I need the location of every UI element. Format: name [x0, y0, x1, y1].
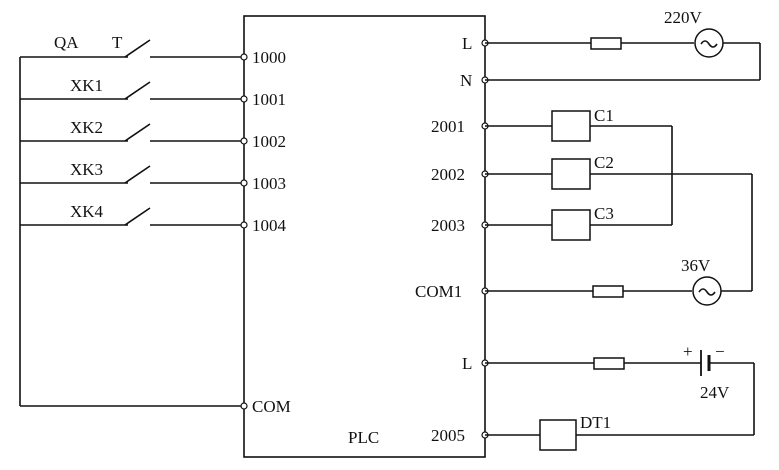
- terminal-1000: [240, 53, 248, 61]
- input-row-1003: XK3: [20, 160, 244, 184]
- input-label-1004: 1004: [252, 216, 287, 235]
- input-label-1001: 1001: [252, 90, 286, 109]
- input-label-1002: 1002: [252, 132, 286, 151]
- dc-circuit: + − 24V DT1: [485, 342, 755, 451]
- switch-label-xk2: XK2: [70, 118, 103, 137]
- fuse-mains: [590, 37, 622, 50]
- terminal-1004: [240, 221, 248, 229]
- battery-minus-sign: −: [715, 342, 725, 361]
- load-label-c3: C3: [594, 204, 614, 223]
- load-label-c1: C1: [594, 106, 614, 125]
- coil-c3: [551, 209, 591, 241]
- output-label-2002: 2002: [431, 165, 465, 184]
- terminal-1001: [240, 95, 248, 103]
- input-row-1000: QA T: [20, 33, 244, 58]
- plc-label: PLC: [348, 428, 379, 447]
- input-row-1002: XK2: [20, 118, 244, 142]
- switch-label-xk3: XK3: [70, 160, 103, 179]
- output-label-l-top: L: [462, 34, 472, 53]
- output-label-com1: COM1: [415, 282, 462, 301]
- coil-circuit: C1 C2 C3 36V: [485, 106, 753, 306]
- output-label-2001: 2001: [431, 117, 465, 136]
- switch-label-qa: QA: [54, 33, 79, 52]
- input-label-1000: 1000: [252, 48, 286, 67]
- output-label-l-bottom: L: [462, 354, 472, 373]
- terminal-1003: [240, 179, 248, 187]
- coil-c2: [551, 158, 591, 190]
- source-label-220v: 220V: [664, 8, 703, 27]
- battery-plus-sign: +: [683, 342, 693, 361]
- mains-circuit: 220V: [485, 8, 761, 81]
- fuse-dc: [593, 357, 625, 370]
- terminal-1002: [240, 137, 248, 145]
- switch-label-xk4: XK4: [70, 202, 104, 221]
- output-label-n: N: [460, 71, 472, 90]
- input-row-1004: XK4: [20, 202, 244, 226]
- fuse-coil: [592, 285, 624, 298]
- input-row-1001: XK1: [20, 76, 244, 100]
- switch-label-t: T: [112, 33, 123, 52]
- input-label-com: COM: [252, 397, 291, 416]
- switch-label-xk1: XK1: [70, 76, 103, 95]
- output-label-2005: 2005: [431, 426, 465, 445]
- device-dt1: [539, 419, 577, 451]
- terminal-com: [240, 402, 248, 410]
- coil-c1: [551, 110, 591, 142]
- source-label-24v: 24V: [700, 383, 730, 402]
- load-label-c2: C2: [594, 153, 614, 172]
- output-label-2003: 2003: [431, 216, 465, 235]
- plc-box: [243, 15, 486, 458]
- input-label-1003: 1003: [252, 174, 286, 193]
- load-label-dt1: DT1: [580, 413, 611, 432]
- source-label-36v: 36V: [681, 256, 711, 275]
